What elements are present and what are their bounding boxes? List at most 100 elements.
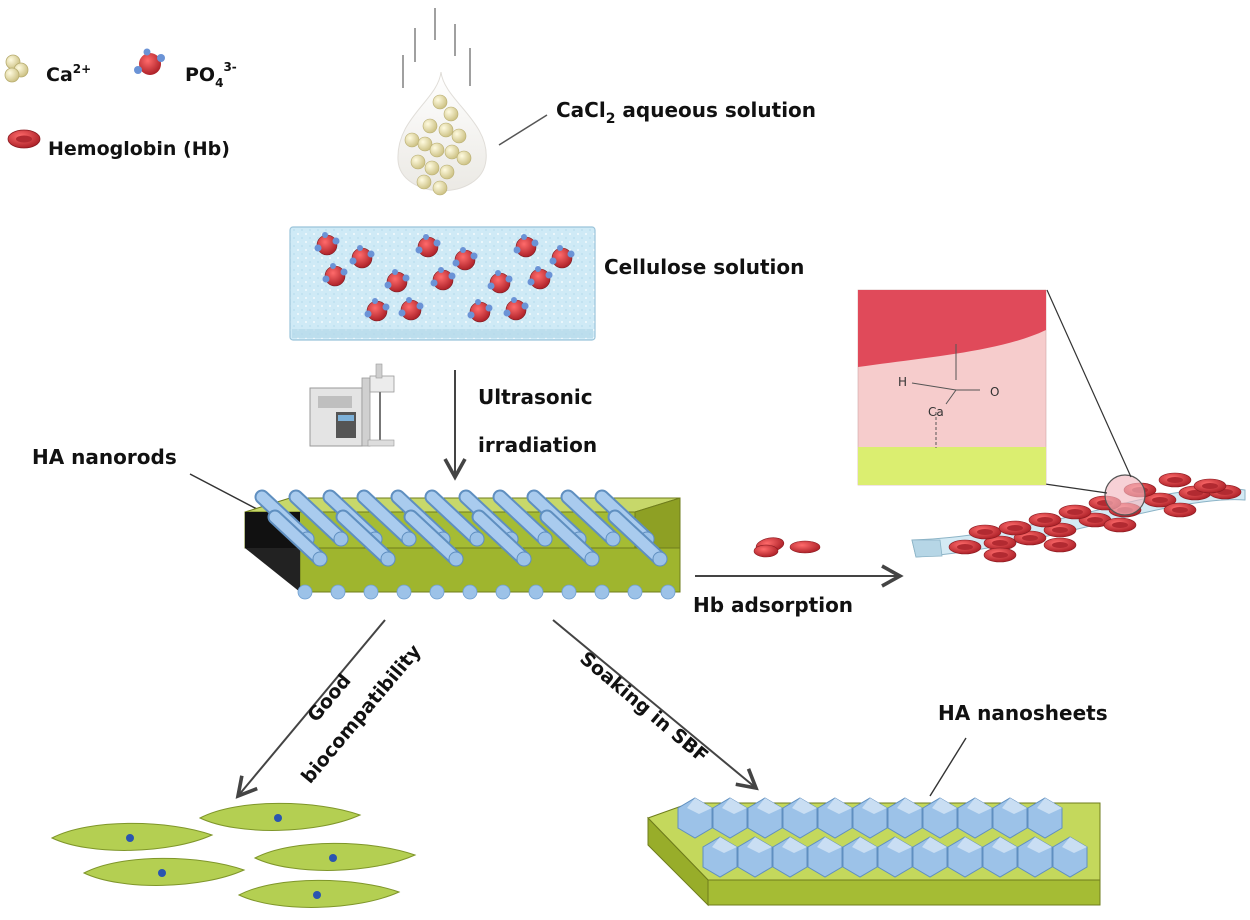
ha-nanorods-label: HA nanorods (32, 445, 177, 469)
cell (237, 879, 401, 908)
cell (50, 822, 214, 851)
cell (82, 857, 246, 886)
ha-nanosheet (702, 836, 738, 878)
hemoglobin-cell (1163, 502, 1197, 518)
ha-nanorod (560, 489, 621, 547)
hemoglobin-cell (1158, 472, 1192, 488)
legend-po-label: PO43- (185, 60, 237, 90)
nanorod-dot (528, 584, 544, 600)
hemoglobin-cell (1043, 537, 1077, 553)
ha-nanosheet (852, 797, 888, 839)
phosphate-particle (503, 297, 529, 321)
legend: Ca2+ PO43- Hemoglobin (Hb) (4, 48, 237, 160)
nanorod-dot (660, 584, 676, 600)
legend-ca-label: Ca2+ (46, 62, 91, 86)
ha-nanorod (424, 489, 485, 547)
ca-ions-in-droplet (404, 94, 472, 196)
hemoglobin-cell (1143, 492, 1177, 508)
ha-nanorods (254, 489, 668, 567)
ha-nanorod (356, 489, 417, 547)
ha-nanosheet (772, 836, 808, 878)
ha-nanosheet (747, 797, 783, 839)
phosphate-particle (415, 234, 441, 258)
phosphate-particle (467, 299, 493, 323)
nanorod-dot (495, 584, 511, 600)
magnifier-line-top (1046, 289, 1132, 478)
cacl2-label: CaCl2 aqueous solution (556, 98, 816, 127)
phosphate-particle (452, 247, 478, 271)
ha-nanorod (403, 509, 464, 567)
hemoglobin-cell (998, 520, 1032, 536)
nanorod-dot (363, 584, 379, 600)
ha-nanorod (539, 509, 600, 567)
hemoglobin-cell (983, 535, 1017, 551)
biocompatibility-arrow (235, 619, 386, 799)
ha-nanorod (492, 489, 553, 547)
ha-nanosheet (782, 797, 818, 839)
ha-nanorod (607, 509, 668, 567)
ha-nanosheet (887, 797, 923, 839)
hemoglobin-cell (983, 547, 1017, 563)
hemoglobin-icon (7, 129, 41, 149)
ha-nanosheet (947, 836, 983, 878)
ha-nanosheet (982, 836, 1018, 878)
ha-nanosheet (957, 797, 993, 839)
magnifier-line-bottom (1044, 483, 1108, 494)
ha-nanosheet (842, 836, 878, 878)
adsorbed-hemoglobin (948, 472, 1242, 563)
inset-h-label: H (898, 375, 907, 389)
phosphate-particle (430, 267, 456, 291)
ha-nanorod (471, 509, 532, 567)
ha-nanosheet (1052, 836, 1088, 878)
nanorod-dot (561, 584, 577, 600)
cells (50, 802, 417, 908)
legend-hb-label: Hemoglobin (Hb) (48, 138, 230, 160)
ha-nanorod (288, 489, 349, 547)
inset-o-label: O (990, 385, 999, 399)
phosphate-particle (398, 297, 424, 321)
soaking-label: Soaking in SBF (575, 647, 712, 767)
ha-nanosheet (677, 797, 713, 839)
nanorod-dot (594, 584, 610, 600)
nanorod-dot (396, 584, 412, 600)
ha-nanosheet (1027, 797, 1063, 839)
cacl2-droplet (397, 8, 548, 196)
ha-nanorod (335, 509, 396, 567)
phosphate-particles (314, 232, 575, 323)
hemoglobin-cell (968, 524, 1002, 540)
phosphate-particle (384, 269, 410, 293)
ultrasonic-device-icon (309, 363, 395, 447)
ha-nanosheet (877, 836, 913, 878)
phosphate-particle (349, 245, 375, 269)
phosphate-icon (134, 48, 165, 75)
ha-nanosheet (807, 836, 843, 878)
ha-nanosheet (1017, 836, 1053, 878)
ha-nanosheet (817, 797, 853, 839)
hemoglobin-cell (1058, 504, 1092, 520)
ha-nanosheet (912, 836, 948, 878)
nanorod-dots (297, 584, 676, 600)
ha-nanosheet (737, 836, 773, 878)
free-hemoglobin (753, 537, 821, 558)
ha-nanosheets-label: HA nanosheets (938, 701, 1108, 725)
ha-nanosheet (922, 797, 958, 839)
cellulose-label: Cellulose solution (604, 255, 804, 279)
phosphate-particle (364, 298, 390, 322)
hemoglobin-cell (1193, 478, 1227, 494)
phosphate-particle (322, 263, 348, 287)
phosphate-particle (527, 266, 553, 290)
ha-nanosheet (992, 797, 1028, 839)
hemoglobin-cell (1103, 517, 1137, 533)
ha-nanosheets-pointer (929, 737, 967, 797)
phosphate-particle (314, 232, 340, 256)
magnifier-circle (1104, 474, 1146, 516)
ca-ion-icon (4, 54, 29, 83)
ha-nanosheets (677, 797, 1088, 878)
phosphate-particle (487, 270, 513, 294)
hb-adsorption-label: Hb adsorption (693, 593, 853, 617)
nanorod-dot (627, 584, 643, 600)
cell (253, 842, 417, 871)
soaking-arrow (552, 619, 759, 791)
ultrasonic-label-line1: Ultrasonic (478, 385, 593, 409)
